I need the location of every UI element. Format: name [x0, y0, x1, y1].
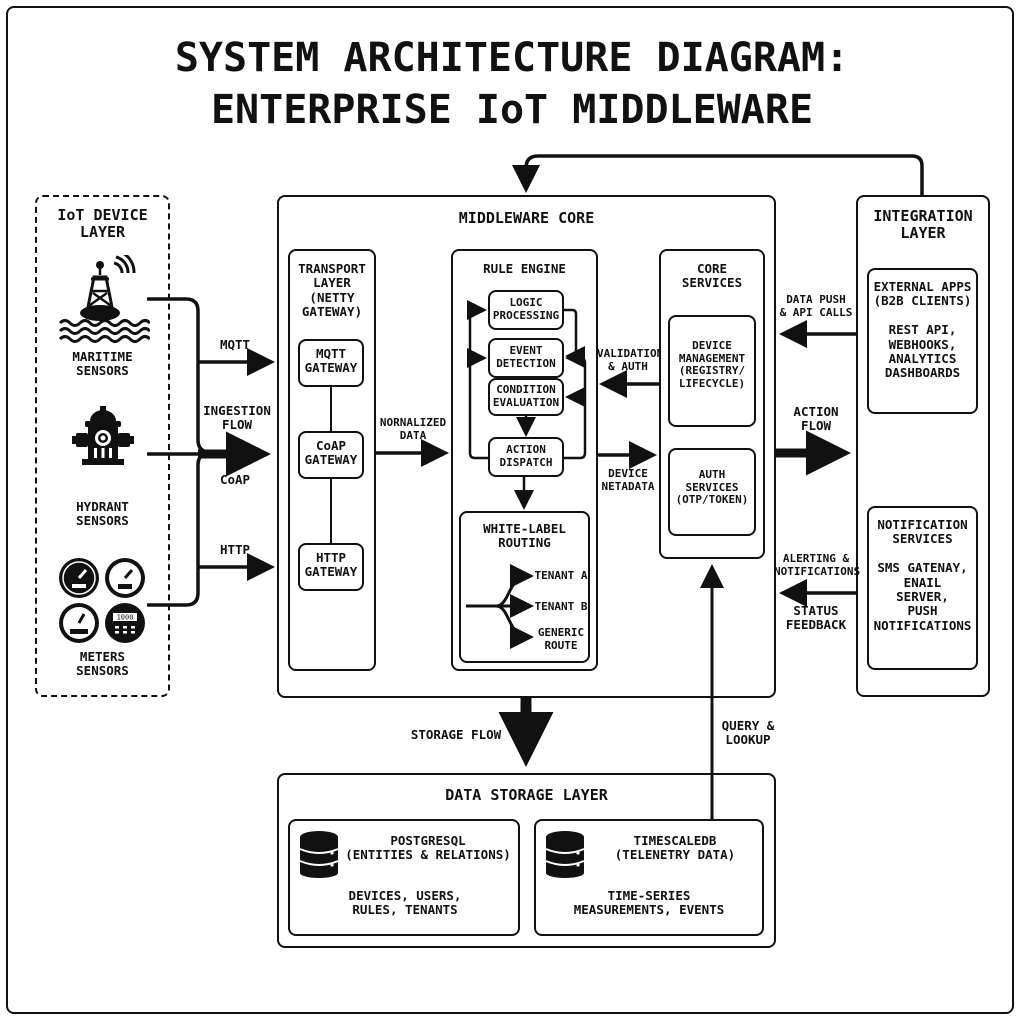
action-dispatch-step[interactable] [488, 437, 564, 477]
data-storage-layer-title: DATA STORAGE LAYER [445, 786, 608, 804]
coap-protocol-label: CoAP [219, 472, 251, 487]
auth-services-label: AUTH SERVICES (OTP/TOKEN) [675, 468, 749, 507]
status-feedback-label: STATUS FEEDBACK [785, 603, 847, 633]
event-detection-step[interactable] [488, 338, 564, 378]
fire-hydrant-icon [72, 406, 134, 465]
external-apps[interactable] [867, 268, 978, 414]
condition-evaluation-step[interactable] [488, 378, 564, 416]
alerting-label: ALERTING & NOTIFICATIONS [774, 552, 861, 578]
timescaledb-contents: TIME-SERIES MEASUREMENTS, EVENTS [573, 888, 725, 918]
condition-evaluation-label: CONDITION EVALUATION [492, 383, 560, 409]
external-apps-label: EXTERNAL APPS (B2B CLIENTS) REST API, WE… [873, 279, 972, 381]
http-protocol-label: HTTP [219, 542, 251, 557]
iot-device-layer-title: IoT DEVICE LAYER [57, 206, 148, 242]
normalized-data-label: NORNALIZED DATA [379, 416, 447, 442]
integration-layer-title: INTEGRATION LAYER [873, 207, 973, 243]
device-metadata-label: DEVICE NETADATA [601, 467, 655, 493]
data-push-label: DATA PUSH & API CALLS [779, 293, 853, 319]
notification-services-label: NOTIFICATION SERVICES SMS GATENAY, ENAIL… [873, 517, 972, 633]
postgresql-name: POSTGRESQL (ENTITIES & RELATIONS) [345, 833, 511, 863]
device-management-service[interactable] [668, 315, 756, 427]
rule-engine-title: RULE ENGINE [483, 261, 566, 276]
core-services-title: CORE SERVICES [681, 261, 743, 291]
validation-auth-label: VALIDATION & AUTH [597, 347, 664, 373]
http-gateway[interactable] [298, 543, 364, 591]
event-detection-label: EVENT DETECTION [496, 344, 556, 370]
transport-layer-title: TRANSPORT LAYER (NETTY GATEWAY) [298, 261, 366, 320]
action-dispatch-label: ACTION DISPATCH [499, 443, 553, 469]
ingestion-flow-label: INGESTION FLOW [203, 403, 271, 433]
hydrant-sensors-label: HYDRANT SENSORS [76, 499, 129, 529]
meters-sensors-label: METERS SENSORS [76, 649, 129, 679]
coap-gateway-label: CoAP GATEWAY [304, 438, 358, 468]
route-tenant-b: TENANT B [534, 600, 588, 613]
route-tenant-a: TENANT A [534, 569, 588, 582]
notification-services[interactable] [867, 506, 978, 670]
postgresql-contents: DEVICES, USERS, RULES, TENANTS [348, 888, 462, 918]
http-gateway-label: HTTP GATEWAY [304, 550, 358, 580]
meter-display-text: 1000 [117, 614, 134, 622]
storage-flow-label: STORAGE FLOW [410, 727, 502, 742]
middleware-core-title: MIDDLEWARE CORE [458, 209, 595, 227]
auth-services[interactable] [668, 448, 756, 536]
buoy-icon [58, 255, 150, 343]
meters-icon: 1000 [59, 558, 145, 643]
white-label-routing-title: WHITE-LABEL ROUTING [483, 521, 566, 551]
database-icon [545, 831, 585, 878]
database-icon [299, 831, 339, 878]
maritime-sensors-label: MARITIME SENSORS [72, 349, 133, 379]
query-lookup-label: QUERY & LOOKUP [721, 718, 775, 748]
diagram-title-line2: ENTERPRISE IoT MIDDLEWARE [210, 87, 814, 133]
mqtt-gateway-label: MQTT GATEWAY [304, 346, 358, 376]
route-generic: GENERIC ROUTE [537, 626, 585, 652]
mqtt-protocol-label: MQTT [219, 337, 251, 352]
action-flow-label: ACTION FLOW [793, 404, 839, 434]
logic-processing-label: LOGIC PROCESSING [492, 296, 560, 322]
coap-gateway[interactable] [298, 431, 364, 479]
logic-processing-step[interactable] [488, 290, 564, 330]
mqtt-gateway[interactable] [298, 339, 364, 387]
diagram-title-line1: SYSTEM ARCHITECTURE DIAGRAM: [174, 35, 850, 81]
timescaledb-name: TIMESCALEDB (TELENETRY DATA) [614, 833, 736, 863]
diagram-frame [6, 6, 1014, 1014]
device-management-label: DEVICE MANAGEMENT (REGISTRY/ LIFECYCLE) [678, 339, 746, 390]
